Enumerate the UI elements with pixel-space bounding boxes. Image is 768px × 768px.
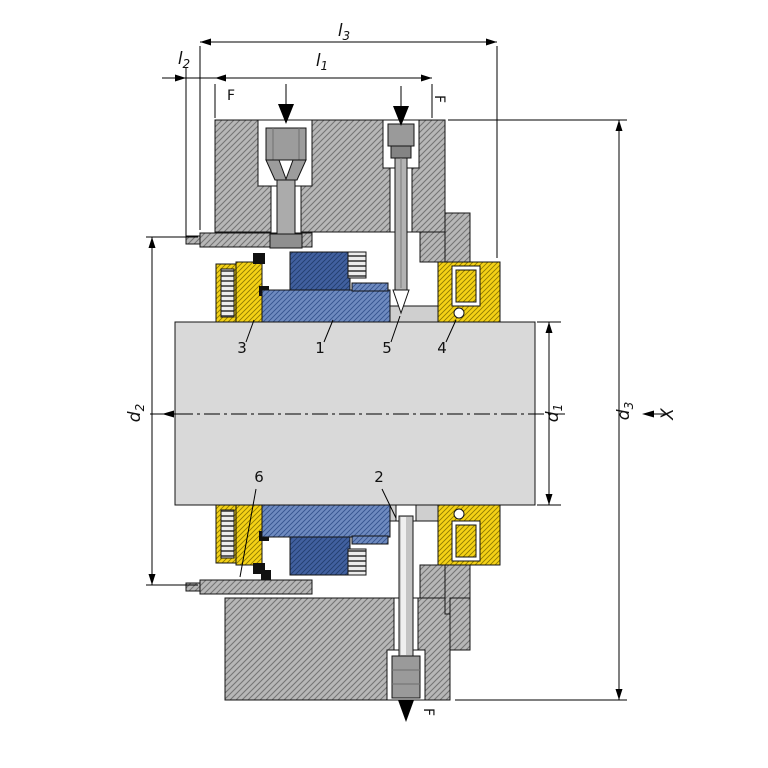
bolt-head-facets [272, 128, 300, 160]
drive-spring-upper [347, 251, 367, 279]
gland-ring-left-lower [235, 504, 263, 566]
housing-flange-lower-right [449, 597, 471, 651]
bolt-point-mark [278, 159, 294, 181]
seal-drive-collar-lower [289, 536, 351, 576]
arrowhead [175, 74, 186, 82]
part-callouts: 3 1 5 4 6 2 [237, 315, 457, 578]
gland-ring-left-upper [235, 261, 263, 323]
force-label-bottom: F [420, 708, 436, 716]
housing-step-upper-right [444, 212, 471, 263]
force-arrow-bottom: F [398, 700, 436, 722]
leader-line-3 [245, 319, 255, 343]
seal-drive-collar-upper [289, 251, 351, 291]
arrowhead [545, 494, 553, 505]
arrowhead [200, 38, 211, 46]
section-label-x: X [658, 408, 678, 421]
arrowhead [486, 38, 497, 46]
leader-line-4 [445, 319, 457, 343]
upper-housing [185, 119, 471, 263]
o-ring-lower-c [261, 570, 271, 580]
dimension-l3: l3 [199, 21, 498, 258]
rotating-seal-ring-lower [261, 504, 391, 538]
arrowhead [148, 237, 156, 248]
force-arrow-top-left: F [227, 84, 294, 124]
force-arrowhead [398, 700, 414, 722]
seal-step-lower [351, 535, 389, 545]
part-label-6: 6 [254, 468, 264, 486]
spring-left-upper [220, 268, 235, 318]
gland-port-lower [453, 508, 465, 520]
arrowhead [642, 410, 654, 418]
leader-line-6 [239, 488, 257, 578]
dim-label-l1: l1 [316, 51, 328, 73]
o-ring-upper-a [253, 253, 265, 264]
clamp-bolt-top [265, 127, 307, 249]
leader-line-1 [323, 319, 334, 343]
part-label-1: 1 [315, 339, 325, 357]
part-label-2: 2 [374, 468, 384, 486]
bolt-washer [269, 233, 303, 249]
section-arrow-x: X [642, 408, 678, 421]
centerline-arrow-left [162, 410, 186, 418]
dim-label-d2: d2 [125, 404, 147, 422]
seat-holder-upper [389, 305, 439, 323]
force-arrowhead [278, 104, 294, 124]
seal-step-upper [351, 282, 389, 292]
rotating-seal-ring-upper [261, 289, 391, 323]
pin-tip-upper [392, 289, 410, 315]
housing-ledge-lower-right [419, 564, 446, 599]
bottom-bolt-head-lines [392, 669, 420, 685]
dim-label-d1: d1 [543, 404, 565, 422]
force-label-top-left: F [227, 88, 235, 104]
arrowhead [148, 574, 156, 585]
dimension-d2: d2 [125, 236, 198, 586]
seal-assembly-lower [215, 504, 501, 576]
housing-ledge-upper-right [419, 231, 446, 263]
dim-label-d3: d3 [614, 402, 636, 420]
gland-port-upper [453, 307, 465, 319]
seal-assembly-upper [215, 251, 501, 323]
pin-head [387, 123, 415, 147]
arrowhead [421, 74, 432, 82]
collar-tab-lower [185, 582, 201, 592]
dimension-d1: d1 [537, 321, 565, 506]
bolt-shank [276, 179, 296, 235]
collar-tab-upper [185, 235, 201, 245]
leader-line-2 [381, 488, 397, 519]
lower-housing [185, 564, 471, 701]
spring-left-lower [220, 509, 235, 559]
bolt-head [265, 127, 307, 161]
arrowhead [545, 322, 553, 333]
force-arrow-top-right: F [393, 86, 447, 126]
gland-bolt-lower [455, 524, 477, 558]
part-label-4: 4 [437, 339, 447, 357]
o-ring-lower-a [253, 563, 265, 574]
part-label-3: 3 [237, 339, 247, 357]
force-arrowhead [393, 106, 409, 126]
dim-label-l2: l2 [178, 49, 190, 71]
arrowhead [162, 410, 174, 418]
bottom-bolt-head [391, 655, 421, 699]
drive-spring-lower [347, 548, 367, 576]
clamp-bolt-bottom [391, 515, 421, 699]
leader-line-5 [390, 315, 401, 343]
arrowhead [215, 74, 226, 82]
set-pin-top [387, 123, 415, 291]
gland-bolt-upper [455, 269, 477, 303]
dimension-d3: d3 [448, 119, 636, 701]
part-label-5: 5 [382, 339, 392, 357]
shaft-collar-lower [199, 579, 313, 595]
dim-label-l3: l3 [338, 21, 350, 43]
force-label-top-right: F [431, 95, 447, 103]
dimension-l1-l2: l2 l1 [162, 49, 433, 236]
arrowhead [615, 120, 623, 131]
arrowhead [615, 689, 623, 700]
bottom-bolt-highlight [401, 517, 406, 655]
pin-collar [390, 145, 412, 159]
